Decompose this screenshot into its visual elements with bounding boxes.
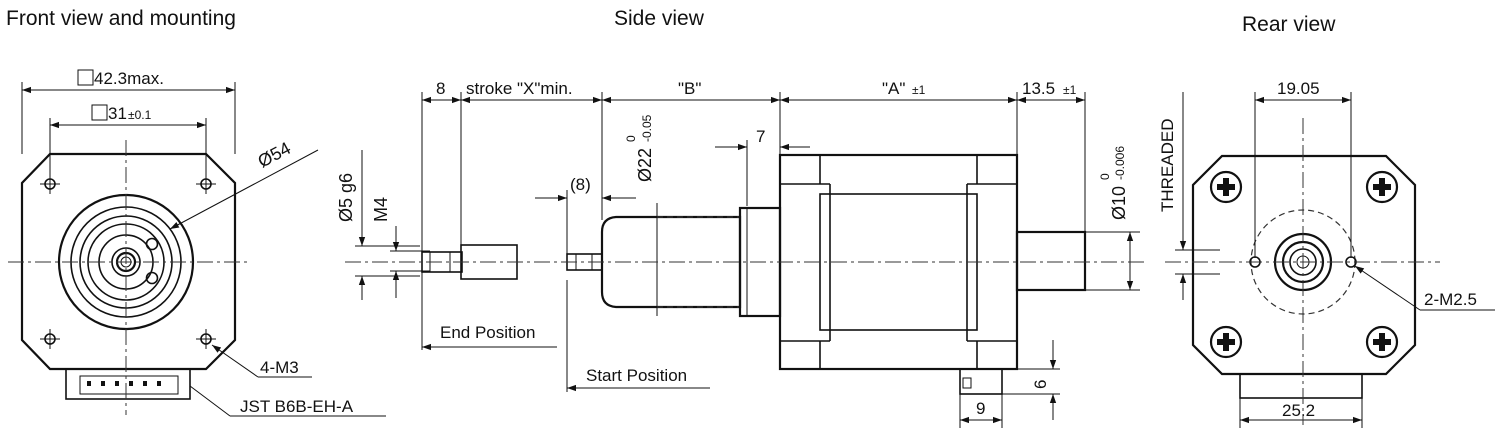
side-m4: M4: [371, 197, 391, 222]
side-dim-9: 9: [976, 399, 985, 418]
side-dim-a: "A": [882, 79, 905, 98]
side-dia-10-upper: 0: [1098, 173, 1112, 180]
side-dia-10: Ø10: [1109, 186, 1129, 220]
side-dim-a-tol: ±1: [912, 83, 926, 97]
front-connector-label: JST B6B-EH-A: [240, 397, 354, 416]
rear-view-title: Rear view: [1242, 13, 1336, 36]
rear-view: 25.2 19.05: [1158, 79, 1495, 428]
side-dia-10-lower: -0.006: [1113, 146, 1127, 180]
front-view-title: Front view and mounting: [6, 7, 236, 30]
front-holes-label: 4-M3: [260, 358, 299, 377]
side-dim-b: "B": [678, 79, 701, 98]
rear-threaded: THREADED: [1158, 118, 1177, 212]
front-dim-inner-tol: ±0.1: [128, 108, 152, 122]
side-dim-stroke: stroke "X"min.: [466, 79, 573, 98]
front-view: 42.3max. 31 ±0.1: [8, 69, 386, 417]
side-dia-22-upper: 0: [624, 135, 638, 142]
rear-dim-25-2: 25.2: [1282, 401, 1315, 420]
rear-screw-bottom-right: [1365, 325, 1399, 359]
front-dim-inner: 31: [108, 104, 127, 123]
rear-screw-top-right: [1365, 170, 1399, 204]
rear-holes-label: 2-M2.5: [1424, 290, 1477, 309]
side-dim-8-paren: (8): [570, 175, 591, 194]
side-dim-13-5: 13.5: [1022, 79, 1055, 98]
side-dim-7: 7: [756, 127, 765, 146]
side-view-title: Side view: [614, 7, 705, 30]
side-start-position: Start Position: [586, 366, 687, 385]
rear-screw-bottom-left: [1209, 325, 1243, 359]
side-dim-6: 6: [1031, 380, 1050, 389]
rear-screw-top-left: [1209, 170, 1243, 204]
side-dim-13-5-tol: ±1: [1063, 83, 1077, 97]
side-end-position: End Position: [440, 323, 535, 342]
front-dim-outer: 42.3max.: [94, 69, 164, 88]
side-dia-5: Ø5 g6: [336, 173, 356, 222]
side-view: 8 stroke "X"min. "B" "A" ±1 13.5 ±1 7 (8…: [336, 79, 1145, 428]
rear-dim-19-05: 19.05: [1277, 79, 1320, 98]
side-dia-22-lower: -0.05: [640, 114, 654, 142]
side-dia-22: Ø22: [635, 148, 655, 182]
side-dim-8: 8: [436, 79, 445, 98]
